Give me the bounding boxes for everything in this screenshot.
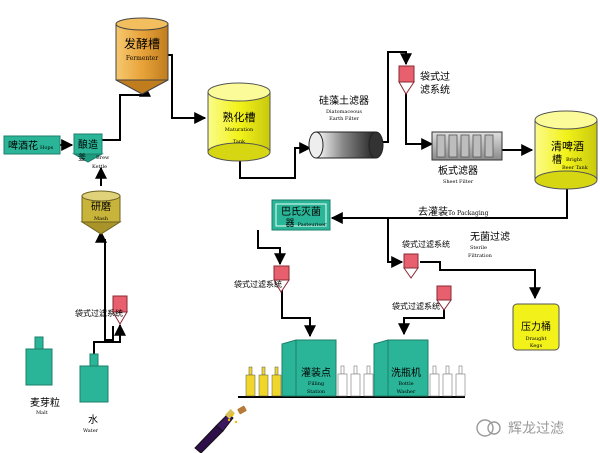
- brew-kettle-label-en: Brew: [96, 155, 110, 161]
- washer-label-en2: Washer: [397, 389, 416, 395]
- watermark-text: 辉龙过滤: [508, 421, 564, 437]
- bag-filter-mash[interactable]: 袋式过滤系统: [75, 295, 128, 325]
- bright-beer-label-zh: 清啤酒: [551, 139, 584, 153]
- earth-filter-label-en: Diatomaceous: [326, 109, 362, 115]
- sheet-filter-label-en: Sheet Filter: [443, 179, 474, 185]
- hops-label-en: Hops: [40, 145, 54, 151]
- to-packaging-label-zh: 去灌装: [418, 205, 448, 218]
- fermenter-tank[interactable]: 发酵槽 Fermenter: [115, 17, 169, 95]
- pipe-bright-to-packaging: [330, 180, 568, 224]
- filling-label-en2: Station: [307, 389, 326, 395]
- malt-label-en: Malt: [36, 410, 48, 416]
- bottle: [363, 365, 374, 397]
- sterile-filter[interactable]: [403, 253, 419, 279]
- pipe-sterile-to-kegs: [420, 261, 541, 300]
- pipe-branch-to-sterile: [387, 218, 404, 268]
- bag-filter-top-label-2: 滤系统: [420, 83, 450, 96]
- pipe-filter-to-mash: [95, 230, 114, 341]
- pipe-bagfilter-to-filling: [281, 290, 316, 338]
- fermenter-label-en: Fermenter: [126, 55, 158, 62]
- earth-filter[interactable]: 硅藻土滤器 Diatomaceous Earth Filter: [308, 94, 384, 159]
- bag-filter-left[interactable]: 袋式过滤系统: [234, 265, 290, 293]
- pipe-past-to-bagfilter: [257, 230, 286, 266]
- water-label-zh: 水: [88, 414, 98, 426]
- sterile-label-en2: Filtration: [468, 253, 493, 259]
- earth-filter-label-zh: 硅藻土滤器: [319, 94, 369, 107]
- pipe-maturation-to-earth-filter: [239, 142, 312, 179]
- empty-bottles-right: [429, 365, 466, 397]
- bottle: [258, 366, 269, 397]
- kegs-label-en2: Kegs: [530, 343, 543, 349]
- bag-filter-washer[interactable]: 袋式过滤系统: [392, 285, 452, 311]
- empty-bottles-mid: [337, 365, 374, 397]
- water-label-en: Water: [83, 428, 99, 434]
- maturation-tank[interactable]: 熟化槽 Maturation Tank: [207, 82, 271, 162]
- bag-filter-top[interactable]: 袋式过 滤系统: [398, 65, 450, 96]
- malt-bin[interactable]: 麦芽粒 Malt: [25, 336, 60, 416]
- bag-filter-mid-label: 袋式过滤系统: [402, 239, 450, 249]
- mash-label-en: Mash: [94, 216, 109, 222]
- brew-kettle-label-zh2: 釜: [78, 152, 86, 162]
- mash-tank[interactable]: 研磨 Mash: [80, 190, 122, 235]
- bottle: [271, 366, 282, 397]
- brew-kettle-label-zh: 酿造: [78, 138, 98, 151]
- bottle: [337, 365, 348, 397]
- bottle: [429, 365, 440, 397]
- pipe-kettle-to-fermenter: [100, 84, 151, 141]
- bottle: [442, 365, 453, 397]
- washer-label-zh: 洗瓶机: [391, 366, 421, 379]
- fermenter-label-zh: 发酵槽: [124, 36, 160, 51]
- bright-beer-label-zh2: 槽: [552, 153, 562, 166]
- draught-kegs[interactable]: 压力桶 Draught Kegs: [512, 303, 560, 351]
- bright-beer-tank[interactable]: 清啤酒 槽 Bright Beer Tank: [534, 110, 598, 190]
- bright-beer-label-en: Bright: [566, 157, 582, 163]
- sterile-label-en: Sterile: [470, 245, 487, 251]
- kegs-label-en: Draught: [525, 336, 546, 342]
- bottle: [455, 365, 466, 397]
- pipe-bagfilter-to-sheet: [405, 92, 434, 150]
- maturation-label-en: Maturation: [225, 127, 254, 133]
- brew-kettle-label-en2: Kettle: [92, 164, 107, 170]
- pipe-fermenter-to-maturation: [168, 54, 207, 124]
- washer-label-en: Bottle: [398, 381, 413, 387]
- sheet-filter-label-zh: 板式滤器: [438, 164, 478, 177]
- watermark: 辉龙过滤: [476, 419, 564, 437]
- filled-bottles: [245, 366, 282, 397]
- kegs-label-zh: 压力桶: [521, 320, 551, 333]
- bag-filter-mash-label: 袋式过滤系统: [75, 308, 123, 318]
- bag-filter-left-label: 袋式过滤系统: [234, 279, 282, 289]
- bright-beer-label-en2: Beer Tank: [562, 165, 589, 171]
- bag-filter-washer-label: 袋式过滤系统: [392, 301, 440, 311]
- water-tank[interactable]: 水 Water: [79, 353, 109, 434]
- brew-kettle[interactable]: 酿造 釜 Brew Kettle: [72, 133, 110, 170]
- sheet-filter[interactable]: 板式滤器 Sheet Filter: [431, 131, 503, 185]
- pasteuriser-label-zh: 巴氏灭菌: [281, 206, 321, 218]
- malt-label-zh: 麦芽粒: [30, 396, 60, 409]
- maturation-label-zh: 熟化槽: [223, 110, 256, 124]
- bottle-washer[interactable]: 洗瓶机 Bottle Washer: [373, 339, 429, 397]
- to-packaging-label-en: To Packaging: [448, 210, 489, 217]
- filling-label-en: Filling: [308, 381, 325, 387]
- maturation-label-en2: Tank: [233, 139, 246, 145]
- mash-label-zh: 研磨: [91, 201, 111, 213]
- pipe-earth-filter-to-bagfilter: [378, 51, 412, 143]
- pipe-water-to-filter: [93, 323, 126, 354]
- champagne-bottle-icon: [194, 405, 247, 453]
- bottle: [245, 366, 256, 397]
- hops-box[interactable]: 啤酒花 Hops: [3, 135, 61, 155]
- filling-label-zh: 灌装点: [301, 366, 331, 379]
- filling-station[interactable]: 灌装点 Filling Station: [281, 339, 337, 397]
- bottle: [350, 365, 361, 397]
- hops-label-zh: 啤酒花: [8, 139, 38, 152]
- pasteuriser-label-zh2: 器: [285, 218, 294, 229]
- pasteuriser[interactable]: 巴氏灭菌 器 Pasteuriser: [271, 199, 331, 231]
- bag-filter-top-label-1: 袋式过: [420, 70, 450, 83]
- earth-filter-label-en2: Earth Filter: [329, 116, 359, 122]
- sterile-label-zh: 无菌过滤: [470, 230, 510, 243]
- pasteuriser-label-en: Pasteuriser: [298, 222, 327, 228]
